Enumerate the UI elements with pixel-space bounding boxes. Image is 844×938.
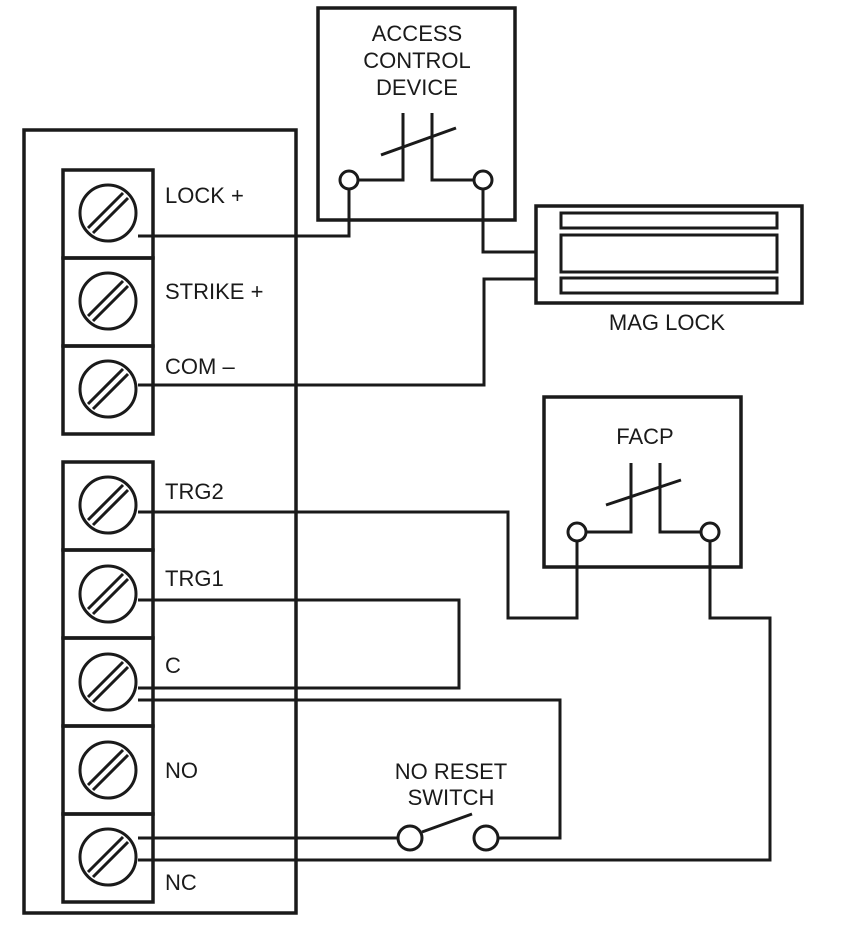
mag-lock-bar-bottom — [559, 276, 779, 295]
contact-node — [566, 521, 588, 543]
label-nc: NC — [165, 870, 197, 895]
label-no: NO — [165, 758, 198, 783]
mag-lock-bar-top — [559, 211, 779, 230]
screw-icon — [78, 740, 138, 800]
mag-lock-label: MAG LOCK — [609, 310, 725, 335]
label-com: COM – — [165, 354, 235, 379]
label-c: C — [165, 653, 181, 678]
nc-contact-icon — [577, 463, 710, 534]
terminal-com — [61, 344, 155, 436]
contact-node — [472, 169, 494, 191]
terminal-nc — [61, 812, 155, 904]
contact-node — [699, 521, 721, 543]
access-control-title-3: DEVICE — [376, 75, 458, 100]
nc-contact-icon — [349, 113, 483, 182]
screw-icon — [78, 827, 138, 887]
access-control-title-1: ACCESS — [372, 21, 462, 46]
terminal-block-power — [61, 168, 155, 436]
mag-lock — [534, 204, 804, 305]
label-lock: LOCK + — [165, 183, 244, 208]
label-trg1: TRG1 — [165, 566, 224, 591]
terminal-block-relay — [61, 460, 155, 904]
screw-icon — [78, 183, 138, 243]
screw-icon — [78, 564, 138, 624]
screw-icon — [78, 475, 138, 535]
screw-icon — [78, 652, 138, 712]
controller-board — [22, 128, 298, 915]
switch-icon — [396, 812, 500, 852]
facp-label: FACP — [616, 424, 673, 449]
screw-icon — [78, 271, 138, 331]
screw-icon — [78, 359, 138, 419]
access-control-device — [316, 6, 517, 222]
reset-switch-label-2: SWITCH — [408, 785, 495, 810]
mag-lock-bar-middle — [559, 233, 779, 274]
label-strike: STRIKE + — [165, 279, 263, 304]
wires — [138, 180, 772, 862]
reset-switch-label-1: NO RESET — [395, 759, 507, 784]
access-control-title-2: CONTROL — [363, 48, 471, 73]
facp-panel — [542, 395, 743, 569]
label-trg2: TRG2 — [165, 479, 224, 504]
contact-node — [338, 169, 360, 191]
